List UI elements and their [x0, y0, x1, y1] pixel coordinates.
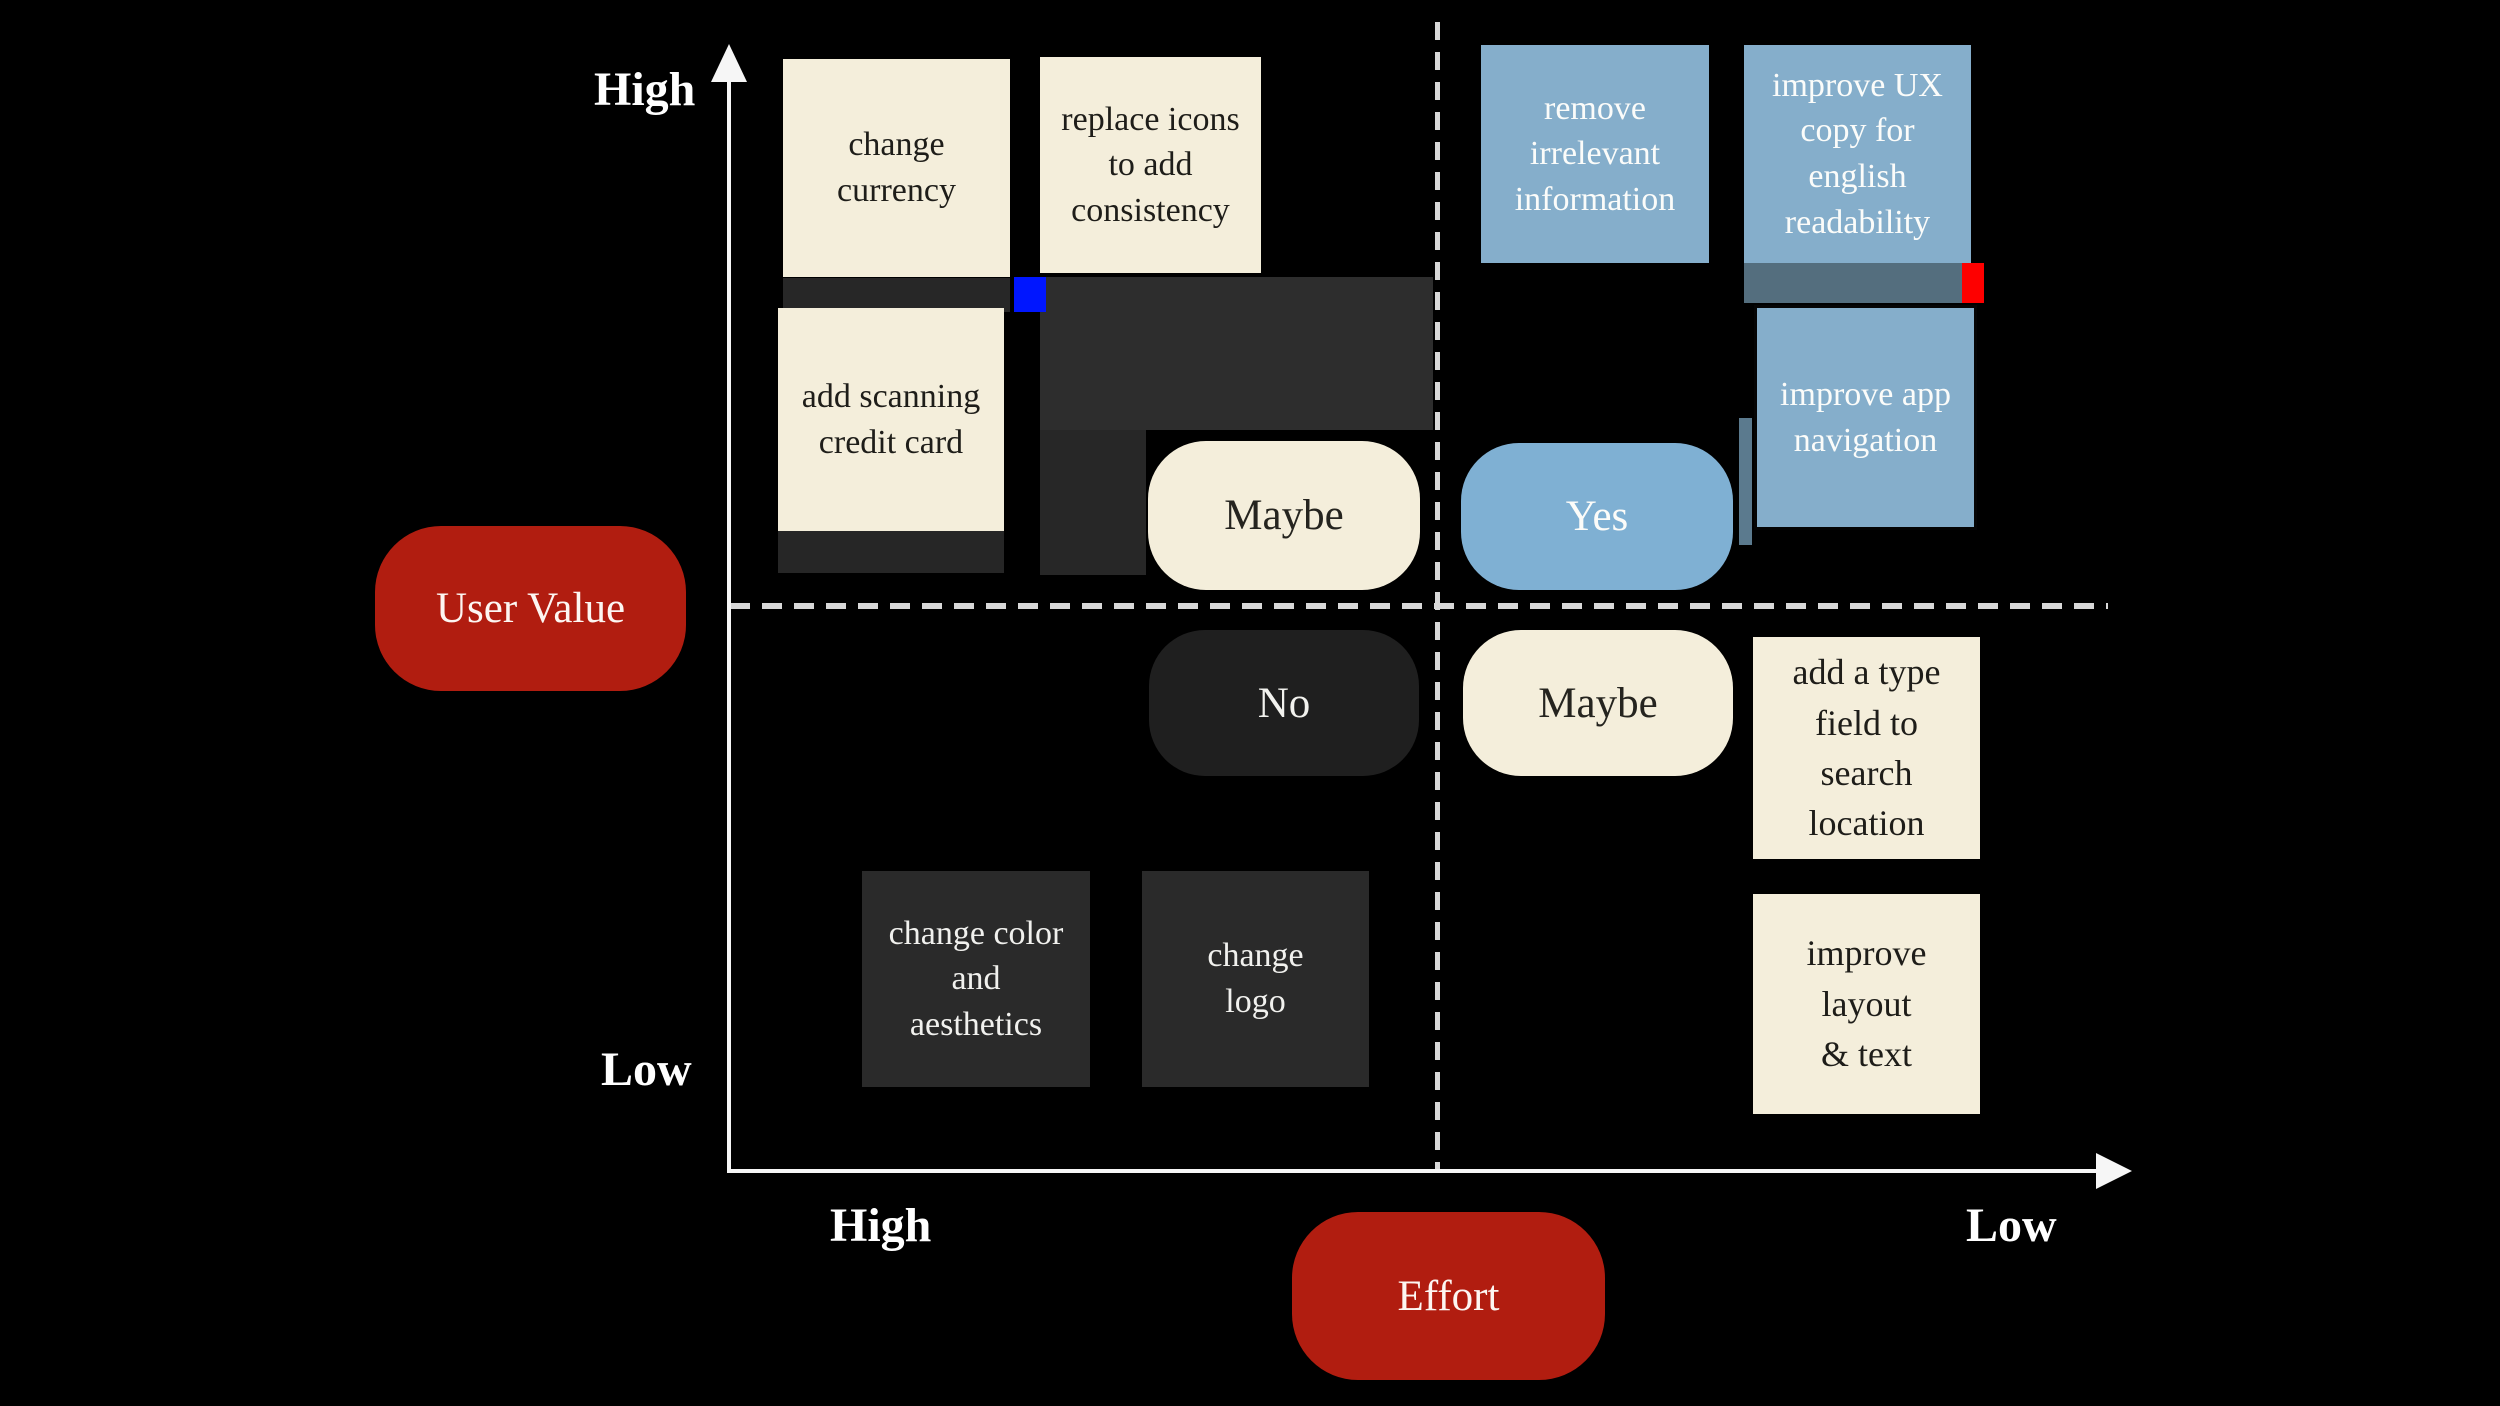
decision-pill-maybe-top[interactable]: Maybe [1148, 441, 1420, 590]
sticky-note-change-currency[interactable]: change currency [783, 59, 1010, 277]
decision-pill-maybe-bottom[interactable]: Maybe [1463, 630, 1733, 776]
sticky-note-add-scanning-credit-card[interactable]: add scanning credit card [778, 308, 1004, 531]
sticky-note-remove-irrelevant-information[interactable]: remove irrelevant information [1481, 45, 1709, 263]
vertical-dashed-divider [1435, 22, 1440, 1169]
horizontal-dashed-divider [730, 603, 2108, 609]
sticky-note-change-color-aesthetics[interactable]: change color and aesthetics [862, 871, 1090, 1087]
y-axis-arrow-icon [711, 44, 747, 82]
dark-note-shadow-under-change-currency[interactable] [783, 278, 1010, 312]
x-axis-arrow-icon [2096, 1153, 2132, 1189]
slate-sliver-beside-app-nav-note[interactable] [1739, 418, 1752, 545]
user-value-axis-title-pill[interactable]: User Value [375, 526, 686, 691]
decision-pill-no[interactable]: No [1149, 630, 1419, 776]
effort-axis-high-label: High [830, 1199, 932, 1252]
effort-axis-title-pill[interactable]: Effort [1292, 1212, 1605, 1380]
red-square-marker[interactable] [1962, 263, 1984, 303]
value-axis-high-label: High [594, 63, 696, 116]
dark-note-block-under-replace-icons[interactable] [1040, 277, 1433, 430]
slate-bar-under-improve-ux-note[interactable] [1744, 263, 1962, 303]
dark-note-shadow-under-add-scanning[interactable] [778, 531, 1004, 573]
sticky-note-replace-icons[interactable]: replace icons to add consistency [1040, 57, 1261, 273]
blue-square-marker[interactable] [1014, 277, 1046, 312]
decision-pill-yes[interactable]: Yes [1461, 443, 1733, 590]
effort-axis-low-label: Low [1966, 1199, 2057, 1252]
x-axis-line [727, 1169, 2107, 1173]
sticky-note-improve-ux-copy[interactable]: improve UX copy for english readability [1744, 45, 1971, 263]
sticky-note-improve-layout-text[interactable]: improve layout & text [1753, 894, 1980, 1114]
sticky-note-change-logo[interactable]: change logo [1142, 871, 1369, 1087]
sticky-note-improve-app-navigation[interactable]: improve app navigation [1754, 305, 1977, 530]
value-axis-low-label: Low [601, 1043, 692, 1096]
y-axis-line [727, 52, 731, 1172]
sticky-note-add-type-field[interactable]: add a type field to search location [1753, 637, 1980, 859]
dark-note-column[interactable] [1040, 430, 1146, 575]
